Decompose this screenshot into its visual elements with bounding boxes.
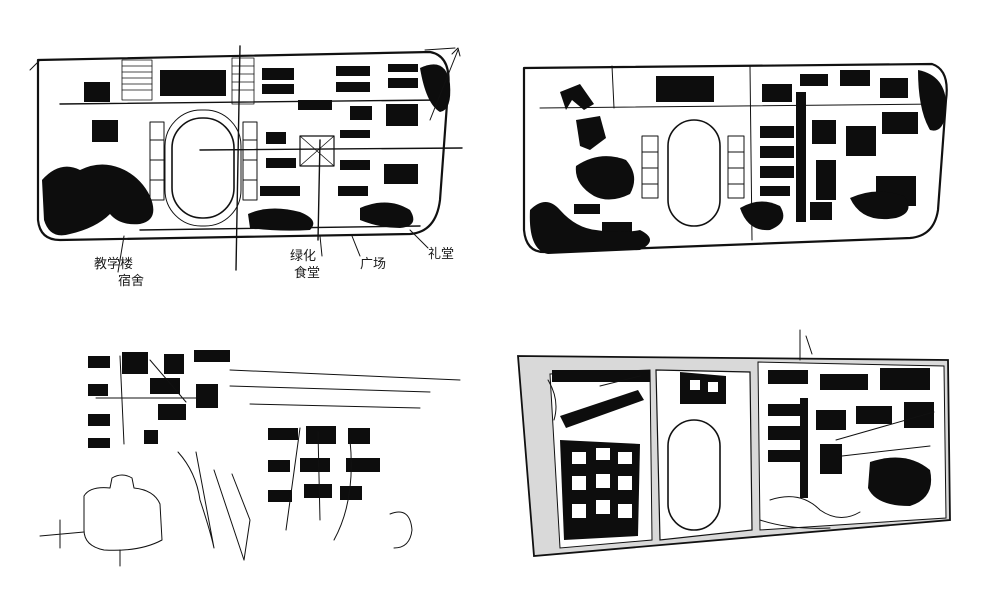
running-track	[171, 117, 235, 219]
sketch-top-left: 教学楼 宿舍 绿化 食堂 礼堂 广场	[29, 45, 463, 289]
label-dorm: 宿舍	[118, 273, 144, 289]
label-teaching: 教学楼	[94, 256, 133, 272]
site-outline	[36, 50, 450, 242]
label-plaza: 广场	[360, 257, 386, 272]
greenery	[42, 164, 154, 236]
site-outline	[522, 62, 948, 254]
running-track	[667, 419, 721, 531]
label-canteen: 食堂	[294, 265, 320, 281]
label-auditorium: 礼堂	[428, 246, 454, 262]
sketch-top-right	[522, 62, 948, 254]
label-green: 绿化	[290, 249, 316, 264]
sketch-bottom-left	[39, 350, 461, 567]
running-track	[667, 119, 721, 227]
sketch-bottom-right	[517, 329, 951, 557]
